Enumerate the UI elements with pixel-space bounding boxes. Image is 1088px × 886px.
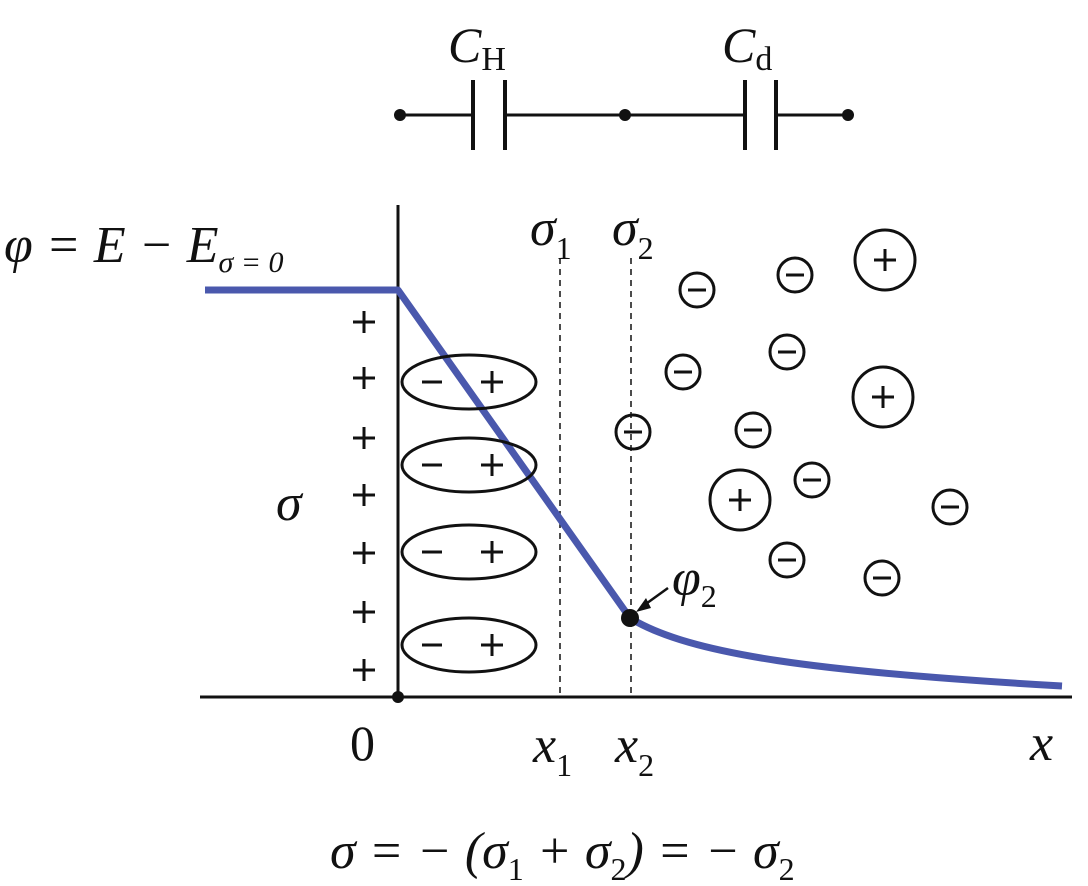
anion-circle [734, 411, 772, 449]
cap-d-label: Cd [722, 17, 772, 78]
cation-circle [851, 365, 915, 429]
anion-circle [931, 488, 969, 526]
anion-circle [793, 461, 831, 499]
dipole-ellipse [400, 523, 538, 581]
sigma-label: σ [276, 475, 304, 532]
x-axis-label: x [1029, 715, 1053, 772]
cation [851, 365, 915, 429]
cation-circle [853, 228, 917, 292]
dipoles [400, 353, 538, 674]
anion [664, 353, 702, 391]
dipole [400, 353, 538, 411]
circuit-node-right [842, 109, 854, 121]
cation-circle [708, 468, 772, 532]
anion [931, 488, 969, 526]
sigma2-label: σ2 [612, 200, 654, 266]
circuit [400, 80, 848, 150]
diffuse-ions [614, 228, 969, 597]
anion [863, 559, 901, 597]
cation [853, 228, 917, 292]
x2-label: x2 [614, 717, 654, 783]
anion-circle [678, 271, 716, 309]
anion [768, 541, 806, 579]
anion-circle [776, 256, 814, 294]
dipole-ellipse [400, 616, 538, 674]
anion-circle [664, 353, 702, 391]
anion [768, 333, 806, 371]
potential-curve [205, 286, 1063, 690]
origin-dot [392, 691, 404, 703]
anion [734, 411, 772, 449]
circuit-node-middle [619, 109, 631, 121]
anion [614, 413, 652, 451]
cap-h-label: CH [448, 17, 506, 78]
anion-circle [614, 413, 652, 451]
anion-circle [768, 541, 806, 579]
phi-definition: φ = E − Eσ = 0 [4, 217, 284, 279]
dipole [400, 523, 538, 581]
anion-circle [768, 333, 806, 371]
x1-label: x1 [532, 717, 572, 783]
anion-circle [863, 559, 901, 597]
dipole-ellipse [400, 436, 538, 494]
electrode-charges [353, 311, 375, 681]
dipole [400, 616, 538, 674]
charge-balance-equation: σ = − (σ1 + σ2) = − σ2 [330, 823, 795, 886]
phi2-point [621, 609, 639, 627]
anion [678, 271, 716, 309]
circuit-node-left [394, 109, 406, 121]
cation [708, 468, 772, 532]
dipole-ellipse [400, 353, 538, 411]
origin-label: 0 [350, 715, 375, 771]
phi2-arrowhead [636, 598, 651, 612]
sigma1-label: σ1 [530, 200, 572, 266]
phi2-label: φ2 [672, 550, 717, 614]
anion [776, 256, 814, 294]
anion [793, 461, 831, 499]
dipole [400, 436, 538, 494]
